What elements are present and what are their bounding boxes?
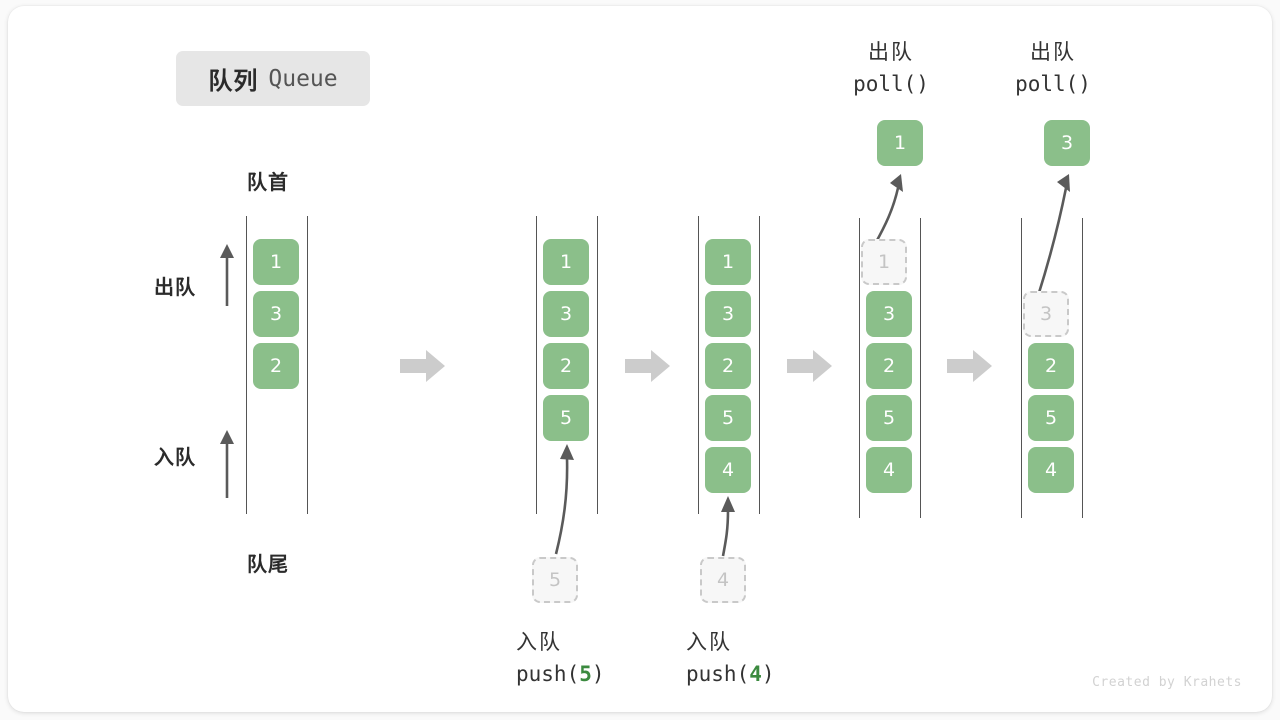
cell-stage1-2: 2: [253, 343, 299, 389]
cell-stage2-0: 1: [543, 239, 589, 285]
label-enqueue: 入队: [154, 447, 196, 469]
footer-stage-3-op: push(4): [686, 662, 775, 686]
label-queue-head: 队首: [247, 172, 289, 194]
watermark: Created by Krahets: [1092, 675, 1242, 690]
diagram-card: 队列 Queue 队首 队尾 出队 入队 1 3 2 1 3 2 5 5 入队 …: [8, 6, 1272, 712]
rail-left-stage-5: [1021, 218, 1022, 518]
rail-right-stage-3: [759, 216, 760, 514]
rail-right-stage-5: [1082, 218, 1083, 518]
cell-stage5-4: 4: [1028, 447, 1074, 493]
cell-stage2-3: 5: [543, 395, 589, 441]
cell-stage3-0: 1: [705, 239, 751, 285]
flow-arrow-4-icon: [947, 350, 992, 382]
label-dequeue: 出队: [154, 277, 196, 299]
footer-stage-3-cn: 入队: [686, 630, 732, 654]
cell-stage2-2: 2: [543, 343, 589, 389]
rail-left-stage-3: [698, 216, 699, 514]
cell-stage1-0: 1: [253, 239, 299, 285]
cell-stage4-4: 4: [866, 447, 912, 493]
header-stage-4: 出队 poll(): [831, 36, 951, 96]
title-en: Queue: [268, 65, 338, 92]
label-queue-tail: 队尾: [247, 554, 289, 576]
header-stage-4-cn: 出队: [868, 40, 914, 64]
footer-stage-2-cn: 入队: [516, 630, 562, 654]
header-stage-4-op: poll(): [853, 72, 929, 96]
rail-left-stage-1: [246, 216, 247, 514]
rail-right-stage-2: [597, 216, 598, 514]
footer-stage-3: 入队 push(4): [686, 626, 775, 686]
push-arrow-stage-3-icon: [721, 496, 735, 557]
footer-stage-2-arg: 5: [579, 662, 592, 686]
cell-stage2-1: 3: [543, 291, 589, 337]
footer-stage-3-arg: 4: [749, 662, 762, 686]
cell-stage3-1: 3: [705, 291, 751, 337]
poll-arrow-stage-4-icon: [873, 174, 903, 245]
flow-arrow-1-icon: [400, 350, 445, 382]
cell-stage4-3: 5: [866, 395, 912, 441]
popped-cell-stage-4: 1: [877, 120, 923, 166]
rail-left-stage-4: [859, 218, 860, 518]
title-cn: 队列: [208, 68, 259, 95]
header-stage-5: 出队 poll(): [993, 36, 1113, 96]
title-badge: 队列 Queue: [176, 51, 370, 106]
ghost-cell-stage-5: 3: [1023, 291, 1069, 337]
popped-cell-stage-5: 3: [1044, 120, 1090, 166]
dequeue-arrow-icon: [220, 244, 234, 306]
cell-stage5-2: 2: [1028, 343, 1074, 389]
footer-stage-2-op: push(5): [516, 662, 605, 686]
header-stage-5-op: poll(): [1015, 72, 1091, 96]
header-stage-5-cn: 出队: [1030, 40, 1076, 64]
incoming-ghost-stage-3: 4: [700, 557, 746, 603]
rail-right-stage-1: [307, 216, 308, 514]
incoming-ghost-stage-2: 5: [532, 557, 578, 603]
cell-stage3-4: 4: [705, 447, 751, 493]
ghost-cell-stage-4: 1: [861, 239, 907, 285]
cell-stage1-1: 3: [253, 291, 299, 337]
footer-stage-2: 入队 push(5): [516, 626, 605, 686]
cell-stage3-2: 2: [705, 343, 751, 389]
flow-arrow-2-icon: [625, 350, 670, 382]
cell-stage3-3: 5: [705, 395, 751, 441]
cell-stage4-2: 2: [866, 343, 912, 389]
poll-arrow-stage-5-icon: [1036, 174, 1070, 297]
cell-stage5-3: 5: [1028, 395, 1074, 441]
cell-stage4-1: 3: [866, 291, 912, 337]
rail-left-stage-2: [536, 216, 537, 514]
flow-arrow-3-icon: [787, 350, 832, 382]
enqueue-arrow-icon: [220, 430, 234, 498]
rail-right-stage-4: [920, 218, 921, 518]
push-arrow-stage-2-icon: [554, 444, 574, 555]
